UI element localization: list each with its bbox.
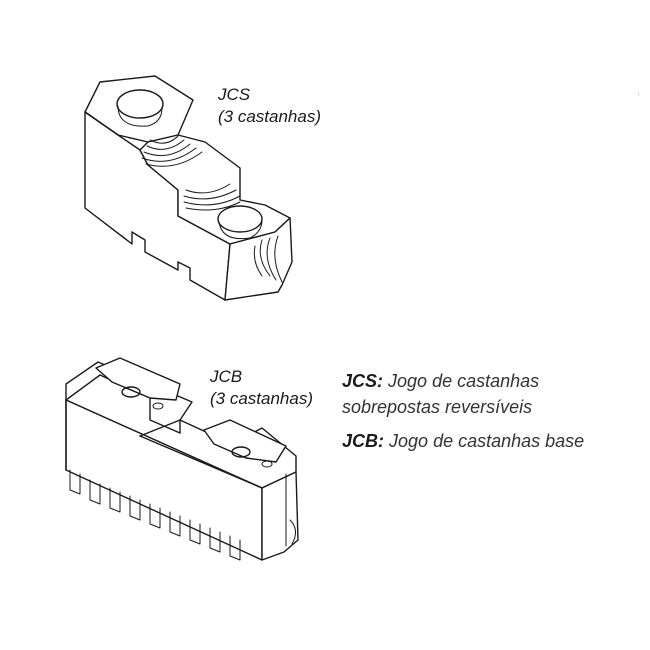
legend-code-jcs: JCS:: [342, 371, 384, 391]
legend-desc-jcb-line1: Jogo de castanhas base: [389, 431, 585, 451]
jcb-code: JCB: [210, 367, 243, 386]
legend-entry-jcs: JCS: Jogo de castanhas sobrepostas rever…: [342, 368, 584, 420]
legend-entry-jcb: JCB: Jogo de castanhas base: [342, 428, 584, 454]
legend-desc-jcs-line2: sobrepostas reversíveis: [342, 397, 533, 417]
jcb-count: (3 castanhas): [210, 389, 313, 408]
jcb-label: JCB (3 castanhas): [210, 366, 313, 410]
jcs-label: JCS (3 castanhas): [218, 84, 321, 128]
jcb-jaw-illustration: [65, 357, 299, 561]
legend-desc-jcs-line1: Jogo de castanhas: [388, 371, 540, 391]
jcs-count: (3 castanhas): [218, 107, 321, 126]
legend-code-jcb: JCB:: [342, 431, 385, 451]
edge-mark: [638, 92, 643, 96]
jcs-jaw-illustration: [84, 75, 293, 301]
jcs-code: JCS: [218, 85, 251, 104]
legend: JCS: Jogo de castanhas sobrepostas rever…: [342, 368, 584, 462]
